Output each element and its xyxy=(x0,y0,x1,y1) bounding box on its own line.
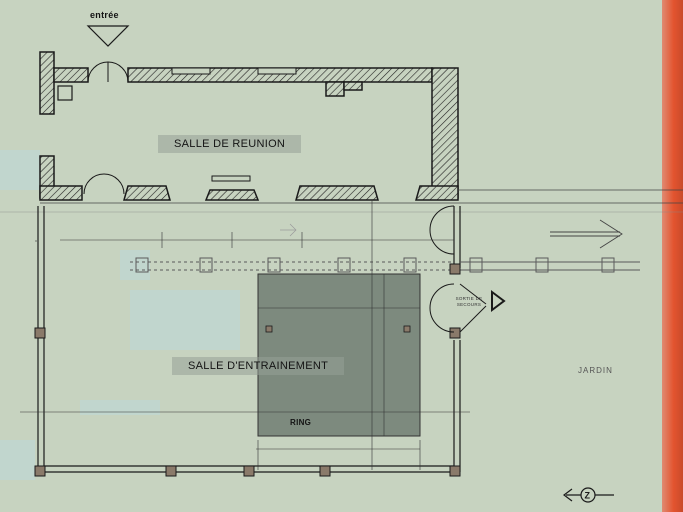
meeting-room-walls xyxy=(39,51,459,201)
entrance-label: entrée xyxy=(90,10,119,20)
site-lines xyxy=(0,189,683,213)
svg-text:Z: Z xyxy=(585,491,591,501)
faint-arrow-icon xyxy=(280,223,297,237)
emergency-exit-label: SORTIE DE SECOURS xyxy=(455,296,483,307)
blue-overlay xyxy=(0,150,240,480)
dimension-lines xyxy=(20,200,470,470)
entrance-arrow-icon xyxy=(86,25,130,47)
entrance-doors xyxy=(83,61,129,195)
exit-triangle-icon xyxy=(491,290,506,312)
sheet-edge-strip xyxy=(662,0,683,512)
north-arrow-icon: Z xyxy=(563,487,614,503)
meeting-room-label: SALLE DE REUNION xyxy=(158,135,302,153)
beam-row xyxy=(130,257,640,273)
pillars xyxy=(34,263,461,477)
emergency-exit-doors xyxy=(429,205,487,333)
direction-arrow-icon xyxy=(550,219,623,249)
boxing-ring xyxy=(257,273,421,437)
garden-label: JARDIN xyxy=(578,366,613,375)
ring-label: RING xyxy=(290,418,312,427)
training-room-label: SALLE D'ENTRAINEMENT xyxy=(172,357,345,375)
ring-corners xyxy=(265,325,411,333)
